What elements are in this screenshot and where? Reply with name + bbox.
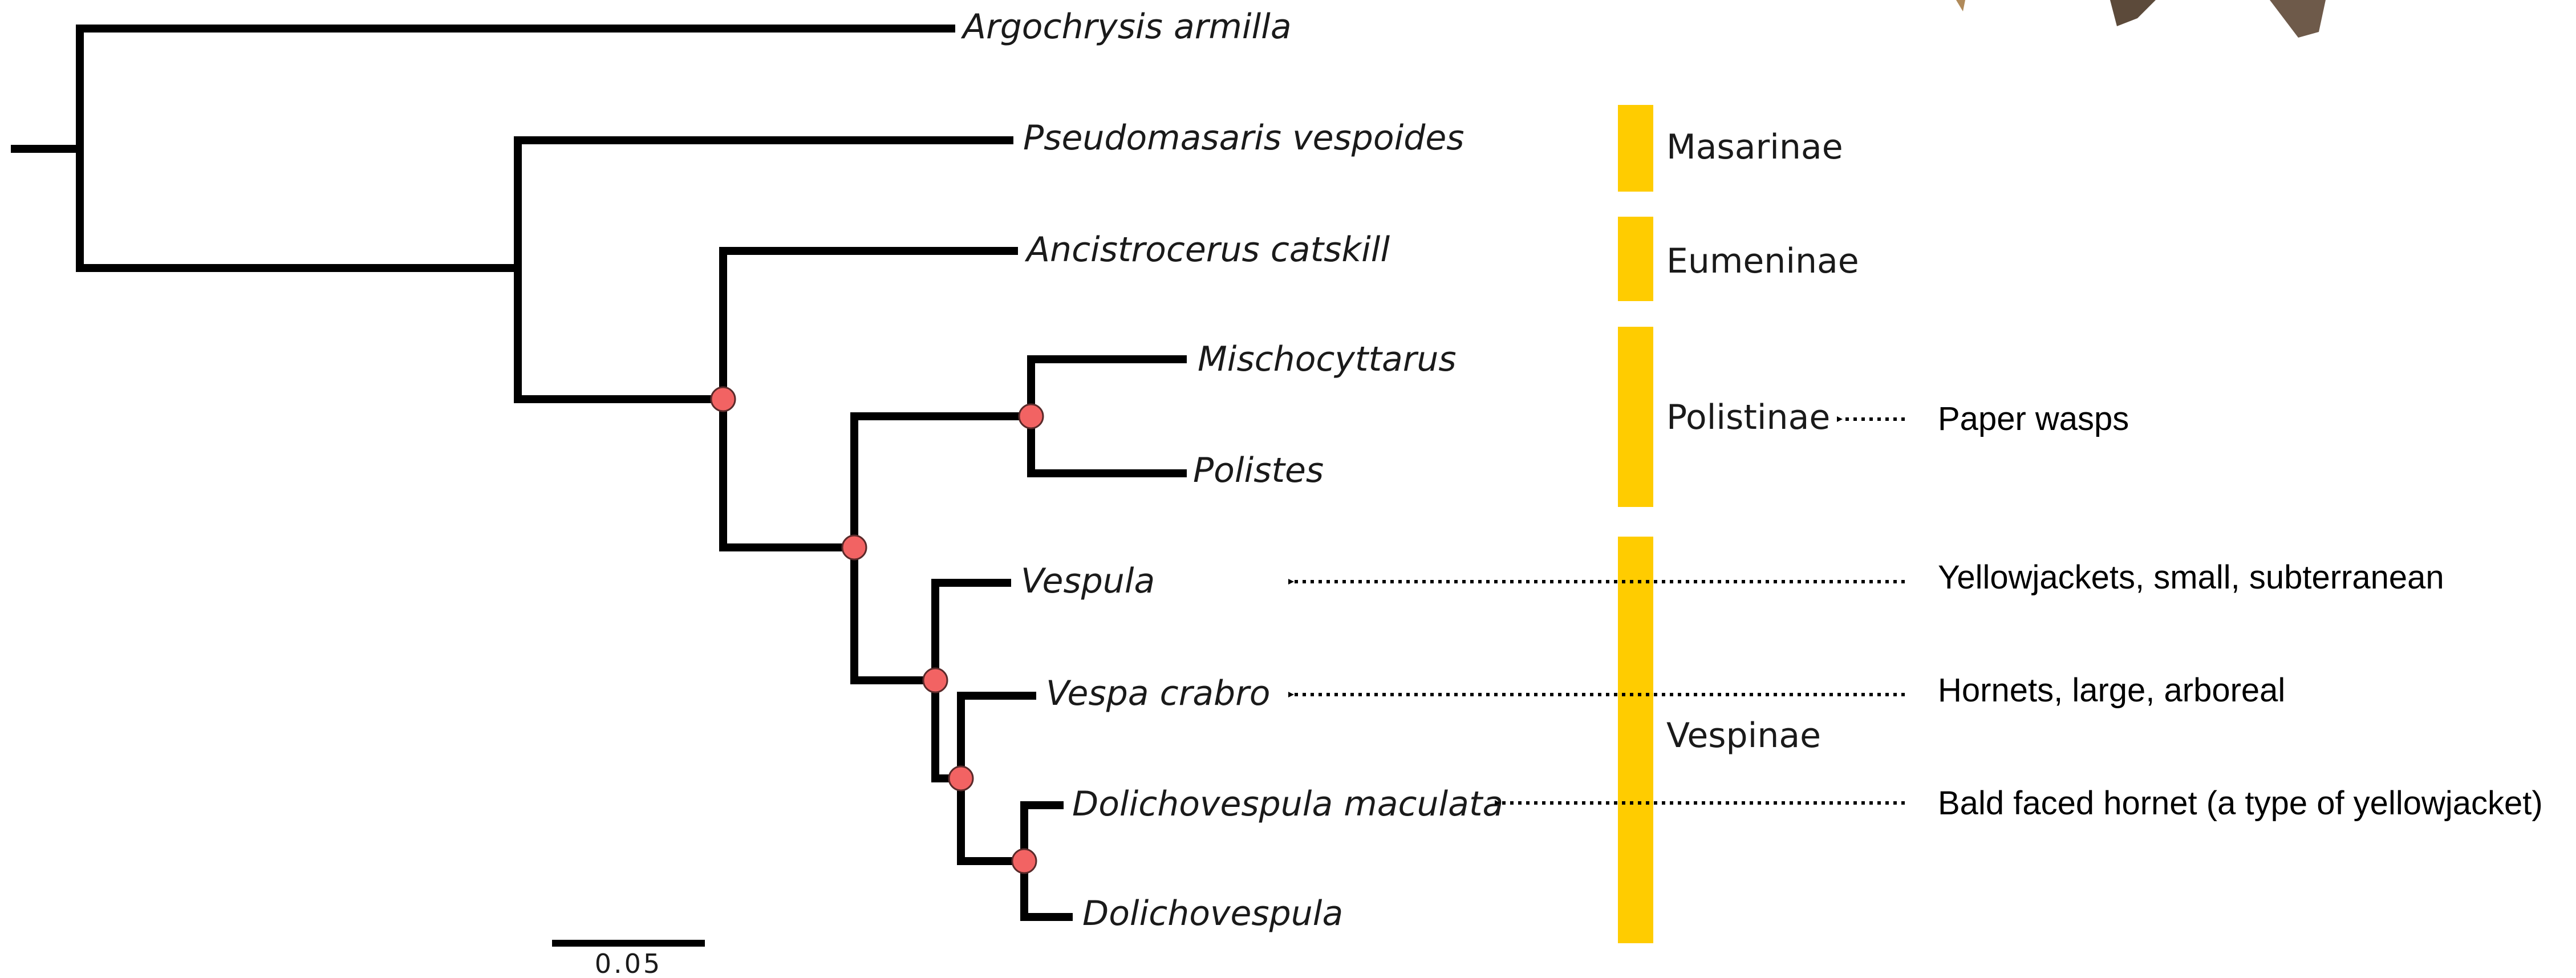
- image-fragment-left: [1956, 0, 1965, 11]
- taxon-vespula: Vespula: [1021, 561, 1155, 601]
- node-marker: [1012, 849, 1036, 873]
- annotation-yellowjackets: Yellowjackets, small, subterranean: [1938, 559, 2444, 596]
- clade-label-eumeninae: Eumeninae: [1666, 241, 1859, 281]
- annotation-hornets: Hornets, large, arboreal: [1938, 672, 2285, 709]
- scale-bar: 0.05: [552, 943, 705, 978]
- annotation-paper-wasps: Paper wasps: [1938, 400, 2129, 437]
- clade-label-polistinae: Polistinae: [1666, 397, 1830, 437]
- clade-bar-vespinae: [1618, 537, 1653, 943]
- annotation-bald-faced: Bald faced hornet (a type of yellowjacke…: [1938, 785, 2543, 822]
- taxon-dolichovespula: Dolichovespula: [1082, 894, 1343, 934]
- node-marker: [842, 535, 866, 559]
- annotations: Paper wasps Yellowjackets, small, subter…: [1938, 400, 2543, 822]
- clade-bars: [1618, 105, 1653, 943]
- tree-branches: [15, 29, 1183, 917]
- taxon-pseudomasaris: Pseudomasaris vespoides: [1023, 118, 1465, 158]
- clade-label-masarinae: Masarinae: [1666, 127, 1843, 167]
- node-markers: [711, 387, 1043, 873]
- node-marker: [949, 766, 973, 790]
- image-fragment-middle: [2110, 0, 2156, 26]
- clade-bar-eumeninae: [1618, 217, 1653, 301]
- taxon-vespa: Vespa crabro: [1046, 673, 1271, 713]
- node-marker: [1019, 404, 1043, 428]
- taxon-argochrysis: Argochrysis armilla: [960, 7, 1292, 47]
- node-marker: [923, 668, 947, 692]
- image-fragment-right: [2270, 0, 2326, 38]
- taxon-polistes: Polistes: [1193, 451, 1324, 490]
- taxon-ancistrocerus: Ancistrocerus catskill: [1024, 230, 1390, 270]
- wasp-image-fragment: [1956, 0, 2326, 38]
- taxon-mischocyttarus: Mischocyttarus: [1198, 339, 1457, 379]
- node-marker: [711, 387, 735, 411]
- clade-label-vespinae: Vespinae: [1666, 716, 1821, 756]
- clade-labels: Masarinae Eumeninae Polistinae Vespinae: [1666, 127, 1859, 756]
- taxon-dolicho-maculata: Dolichovespula maculata: [1072, 784, 1503, 824]
- clade-bar-polistinae: [1618, 327, 1653, 507]
- scale-bar-label: 0.05: [595, 948, 662, 978]
- clade-bar-masarinae: [1618, 105, 1653, 192]
